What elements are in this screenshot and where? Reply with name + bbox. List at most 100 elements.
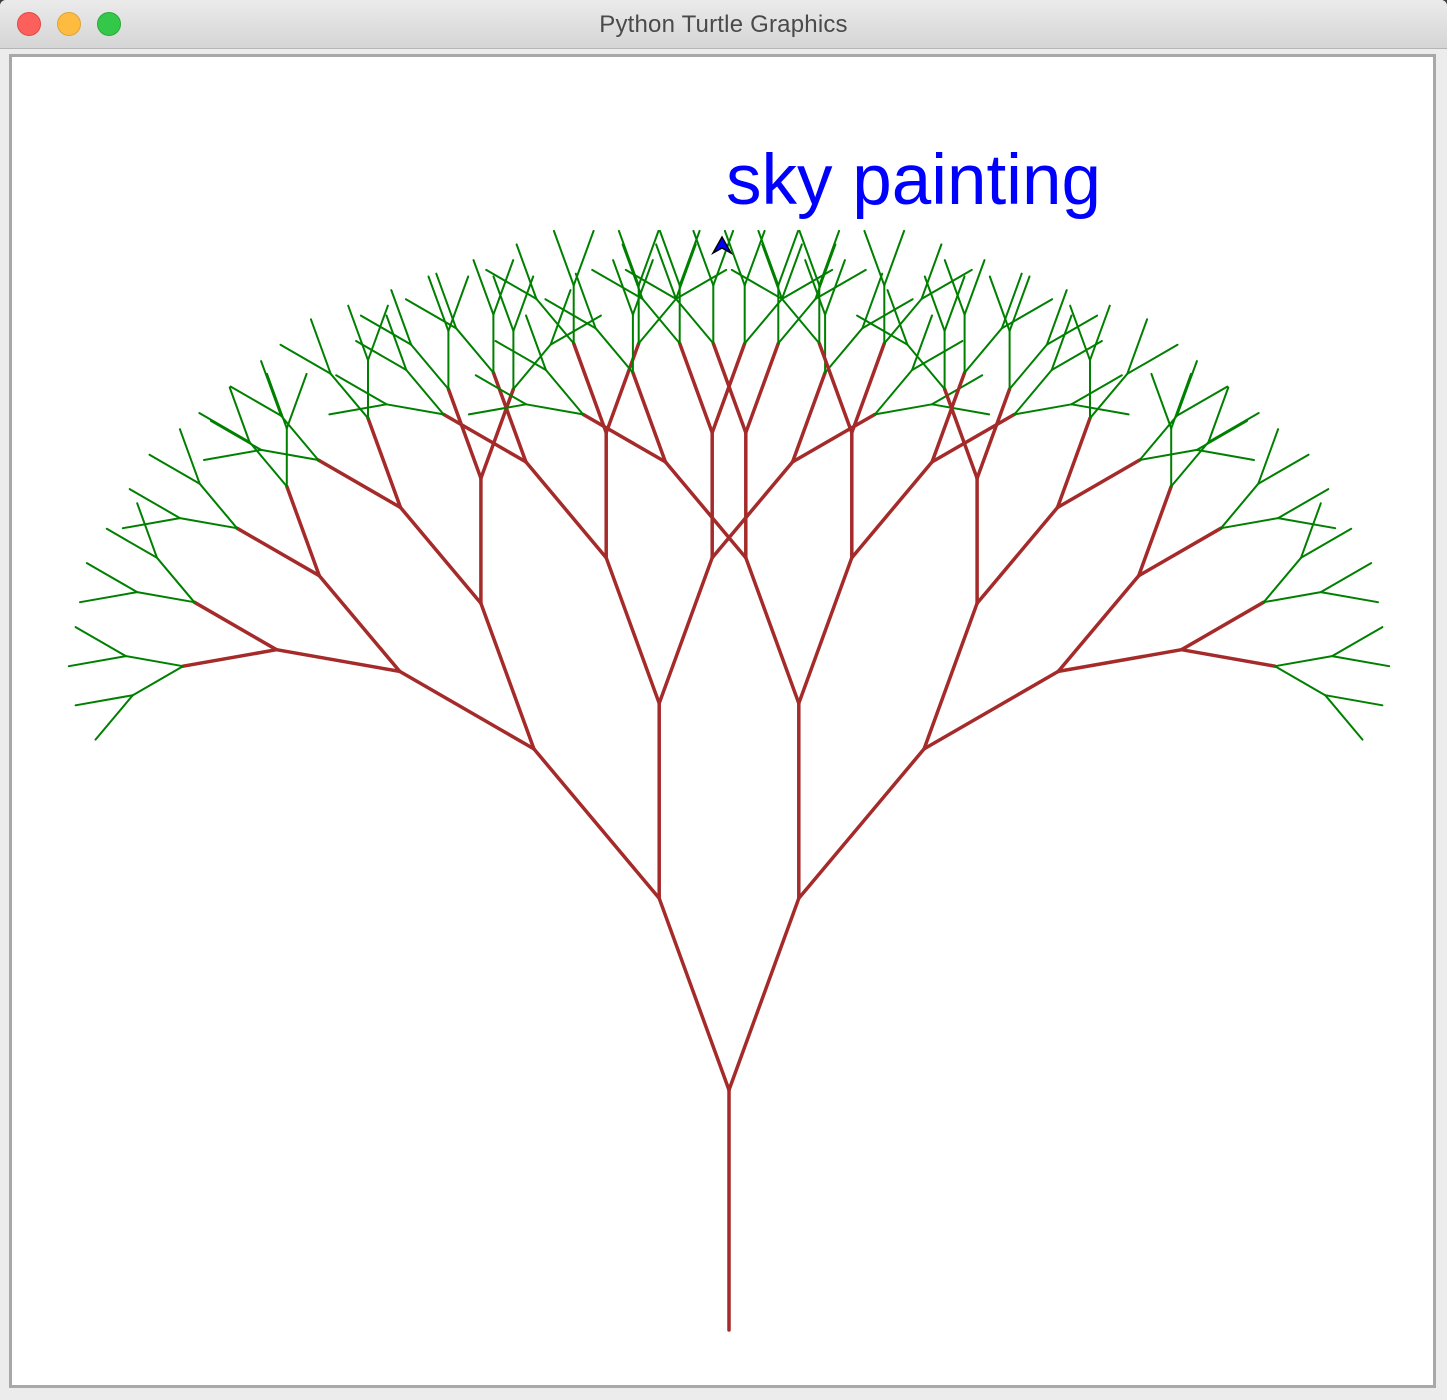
leaf-line xyxy=(1331,655,1391,668)
leaf-line xyxy=(156,556,196,604)
branch-line xyxy=(922,669,1061,751)
leaf-line xyxy=(455,327,495,374)
leaf-line xyxy=(1008,275,1031,332)
leaf-line xyxy=(385,403,445,416)
leaf-line xyxy=(472,259,495,316)
leaf-line xyxy=(1176,360,1198,417)
title-bar[interactable]: Python Turtle Graphics xyxy=(0,0,1447,49)
leaf-line xyxy=(863,229,886,287)
branch-line xyxy=(975,387,1012,481)
minimize-button[interactable] xyxy=(57,12,81,36)
leaf-line xyxy=(485,268,538,300)
leaf-line xyxy=(79,591,139,604)
leaf-line xyxy=(761,243,783,300)
branch-line xyxy=(850,341,887,435)
leaf-line xyxy=(405,369,445,416)
leaf-line xyxy=(512,343,552,390)
leaf-line xyxy=(591,268,644,300)
leaf-line xyxy=(347,304,369,362)
leaf-line xyxy=(743,297,783,345)
leaf-line xyxy=(1045,289,1068,346)
leaf-line xyxy=(178,428,201,485)
leaf-line xyxy=(1089,304,1111,362)
branch-line xyxy=(1055,416,1092,510)
leaf-line xyxy=(1207,412,1260,443)
leaf-line xyxy=(1262,556,1302,604)
leaf-line xyxy=(1013,369,1053,416)
branch-line xyxy=(532,747,661,901)
branch-line xyxy=(1056,573,1141,674)
branch-line xyxy=(744,555,801,706)
leaf-line xyxy=(410,343,450,390)
leaf-line xyxy=(121,517,181,530)
leaf-line xyxy=(515,243,538,300)
leaf-line xyxy=(128,488,181,520)
leaf-line xyxy=(544,369,585,416)
leaf-line xyxy=(963,327,1003,374)
branch-line xyxy=(235,526,322,578)
leaf-line xyxy=(658,229,681,287)
leaf-line xyxy=(512,275,535,332)
branch-line xyxy=(181,647,279,668)
leaf-line xyxy=(494,340,547,371)
leaf-line xyxy=(911,340,964,371)
leaf-line xyxy=(67,655,127,668)
branch-line xyxy=(317,573,402,674)
leaf-line xyxy=(385,314,408,371)
close-button[interactable] xyxy=(17,12,41,36)
branch-line xyxy=(1136,484,1173,578)
branch-line xyxy=(942,387,979,481)
branch-line xyxy=(491,370,528,464)
leaf-line xyxy=(260,448,320,461)
branch-line xyxy=(744,341,781,435)
leaf-line xyxy=(781,297,821,345)
leaf-line xyxy=(335,374,388,406)
branch-line xyxy=(524,460,608,560)
leaf-line xyxy=(963,259,986,316)
leaf-line xyxy=(285,372,308,430)
leaf-line xyxy=(730,268,783,300)
leaf-line xyxy=(1070,374,1123,406)
leaf-line xyxy=(148,453,201,485)
leaf-line xyxy=(943,275,966,332)
leaf-line xyxy=(105,527,158,559)
leaf-line xyxy=(1138,448,1198,461)
zoom-button[interactable] xyxy=(97,12,121,36)
leaf-line xyxy=(198,482,238,530)
leaf-line xyxy=(777,297,817,345)
leaf-line xyxy=(1013,403,1073,416)
leaf-line xyxy=(612,259,634,316)
turtle-canvas-frame[interactable]: sky painting xyxy=(9,54,1436,1388)
branch-line xyxy=(192,600,279,652)
leaf-line xyxy=(1262,591,1322,604)
branch-line xyxy=(479,387,516,481)
leaf-line xyxy=(723,229,746,287)
leaf-line xyxy=(535,297,575,345)
leaf-line xyxy=(390,289,413,346)
leaf-line xyxy=(280,414,320,461)
branch-line xyxy=(790,412,877,464)
leaf-line xyxy=(1008,343,1048,390)
leaf-line xyxy=(549,289,572,346)
leaf-line xyxy=(824,327,864,374)
leaf-line xyxy=(814,268,867,300)
leaf-line xyxy=(621,243,644,300)
leaf-line xyxy=(492,259,515,316)
leaf-line xyxy=(777,229,800,287)
branch-line xyxy=(581,412,668,464)
leaf-line xyxy=(1150,372,1173,430)
branch-line xyxy=(316,458,403,510)
leaf-line xyxy=(178,517,238,530)
leaf-line xyxy=(1000,298,1054,330)
leaf-line xyxy=(1274,665,1327,697)
window-title: Python Turtle Graphics xyxy=(599,11,848,38)
branch-line xyxy=(727,896,801,1092)
branch-line xyxy=(657,896,731,1092)
leaf-line xyxy=(1257,428,1280,485)
branch-line xyxy=(930,412,1017,464)
leaf-line xyxy=(198,412,251,443)
leaf-line xyxy=(1195,448,1255,461)
leaf-line xyxy=(279,343,332,375)
branch-line xyxy=(922,601,979,751)
leaf-line xyxy=(359,314,413,346)
